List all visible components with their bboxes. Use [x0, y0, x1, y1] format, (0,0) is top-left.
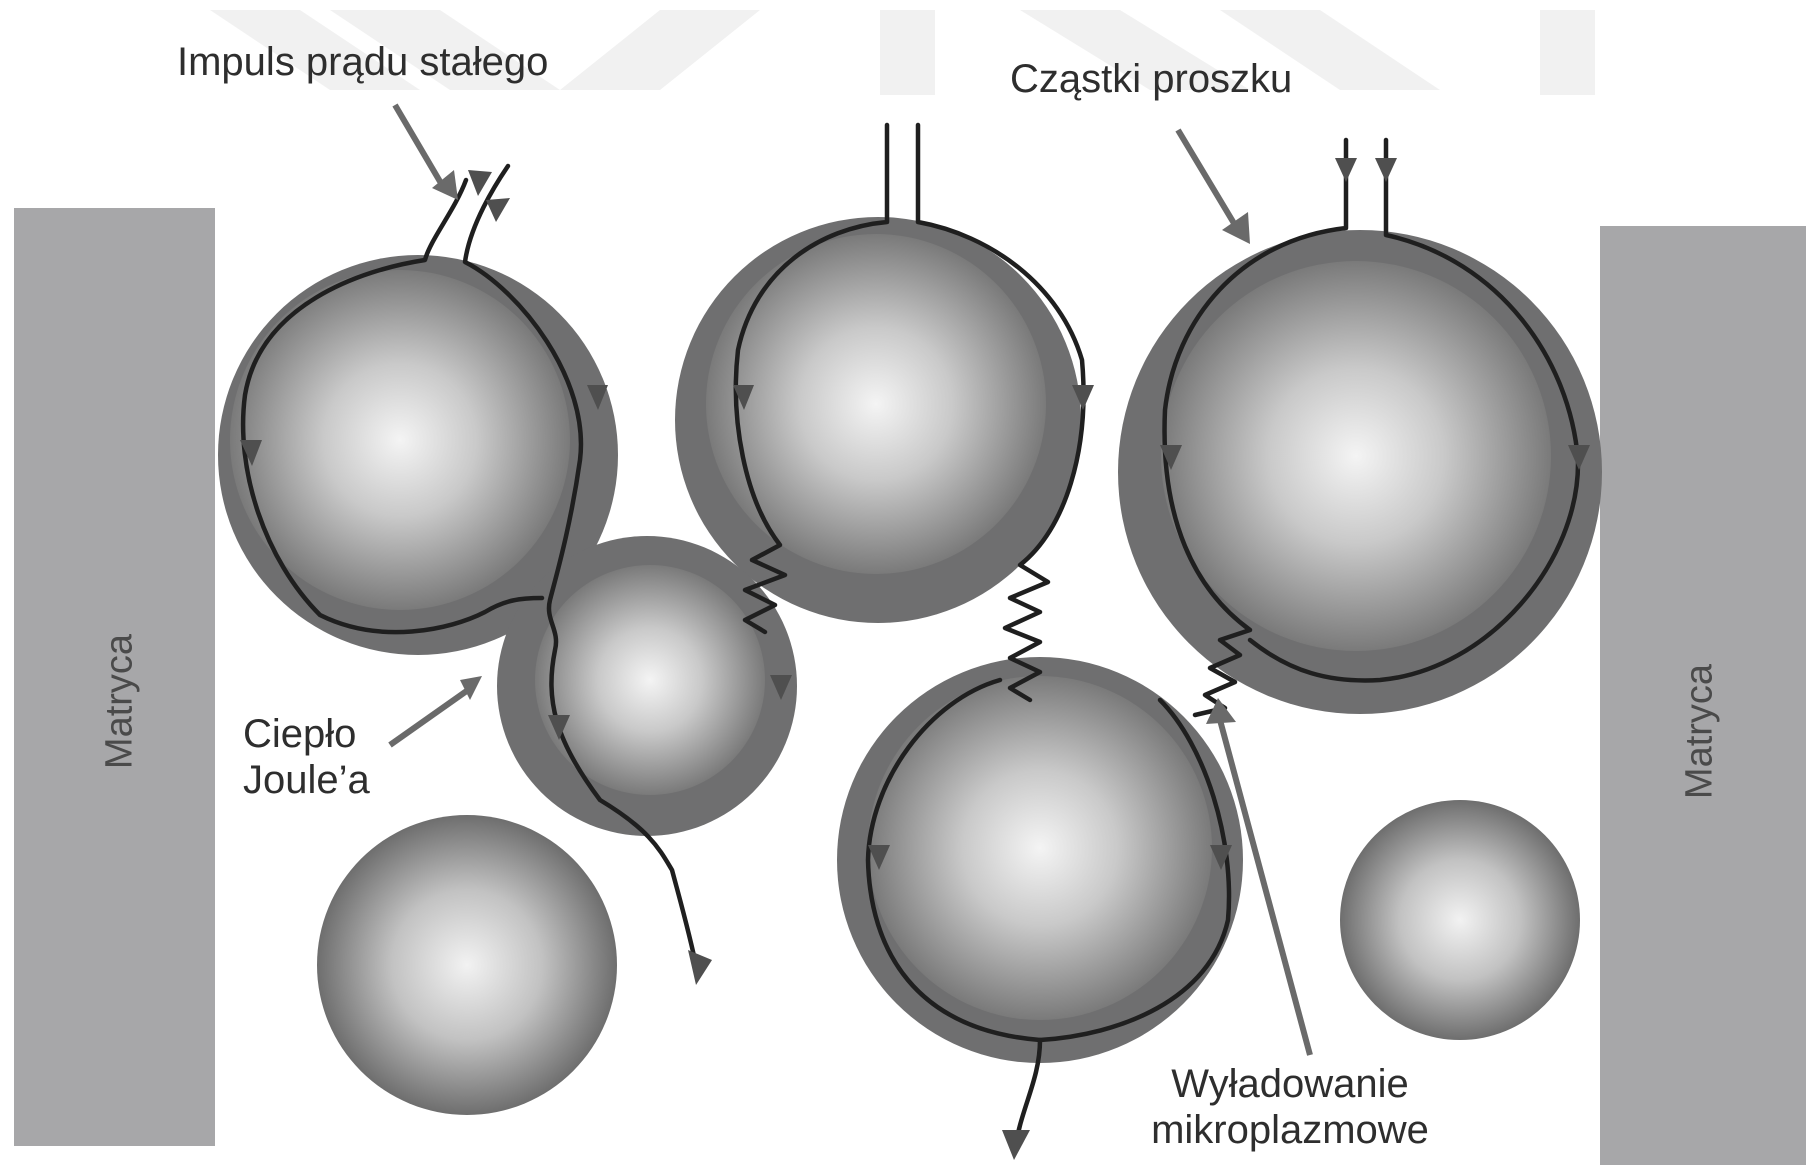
powder-particle-lower-middle [837, 657, 1243, 1063]
label-die-left: Matryca [99, 627, 142, 777]
label-joule-line2: Joule’a [243, 756, 370, 804]
powder-particle-upper-right [1118, 230, 1602, 714]
label-pulse: Impuls prądu stałego [177, 38, 548, 86]
powder-particle-small-center [497, 536, 797, 836]
label-discharge-line2: mikroplazmowe [1140, 1106, 1440, 1154]
powder-particle-lower-left [317, 815, 617, 1115]
label-discharge-line1: Wyładowanie [1140, 1060, 1440, 1108]
label-particles: Cząstki proszku [1010, 55, 1292, 103]
label-die-right: Matryca [1679, 657, 1722, 807]
powder-particle-lower-right [1340, 800, 1580, 1040]
label-joule-line1: Ciepło [243, 710, 356, 758]
